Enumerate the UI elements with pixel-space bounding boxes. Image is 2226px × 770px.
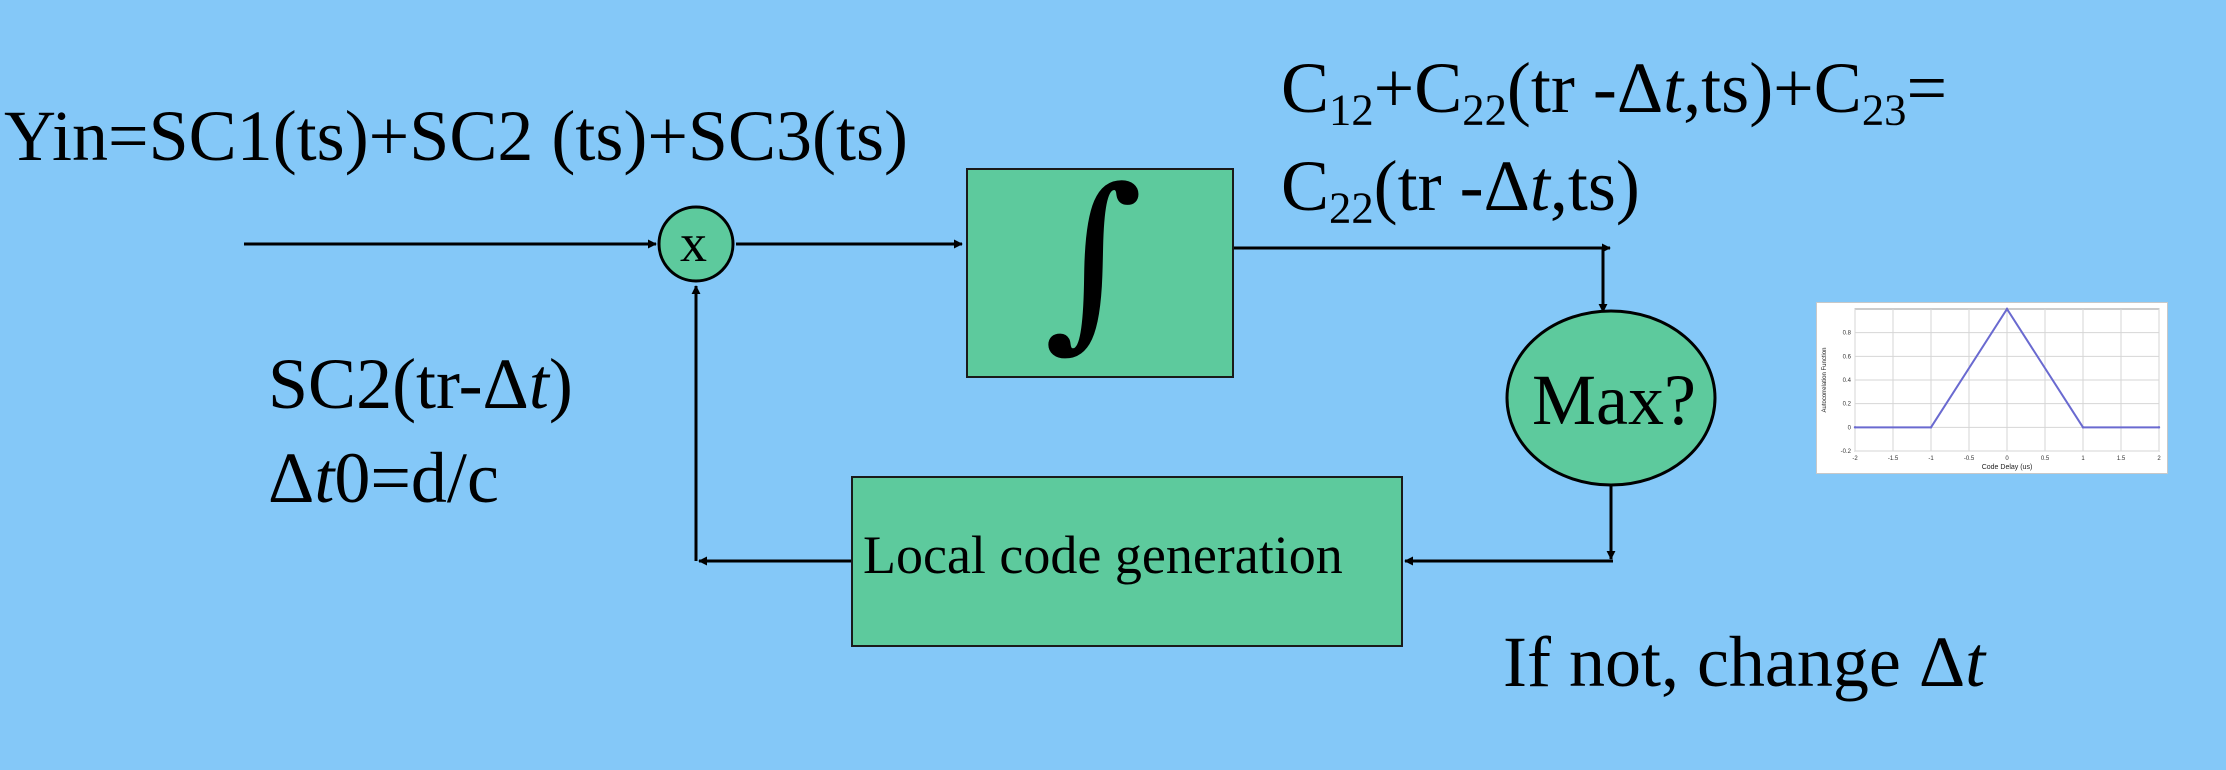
correlation-expression-line1: C12+C22(tr -Δt,ts)+C23= — [1281, 48, 1948, 135]
x-tick-label: -1.5 — [1888, 456, 1899, 462]
x-tick-label: -2 — [1852, 456, 1858, 462]
y-tick-label: 0.8 — [1843, 331, 1852, 337]
y-tick-label: 0.2 — [1843, 402, 1852, 408]
correlation-expression-line2: C22(tr -Δt,ts) — [1281, 146, 1640, 233]
x-tick-label: 2 — [2157, 456, 2161, 462]
y-axis-label: Autocorrelation Function — [1822, 347, 1828, 412]
x-tick-label: -1 — [1928, 456, 1934, 462]
integrator-block: ∫ — [966, 164, 1234, 378]
autocorrelation-point — [1853, 426, 1857, 429]
autocorrelation-point — [2005, 307, 2009, 311]
replica-code-label: SC2(tr-Δt) — [268, 344, 573, 424]
input-signal-label: Yin=SC1(ts)+SC2 (ts)+SC3(ts) — [4, 96, 908, 176]
local-code-generation-label: Local code generation — [863, 525, 1343, 585]
x-tick-label: 0 — [2005, 456, 2009, 462]
autocorrelation-plot-svg: -2 -1.5 -1 -0.5 0 0.5 1 1.5 2 -0.2 0 0.2 0.4 0.6 0.8Co… — [1822, 307, 2161, 471]
local-code-generation-block: Local code generation — [851, 476, 1403, 647]
autocorrelation-point — [2157, 426, 2161, 429]
max-label: Max? — [1532, 360, 1696, 440]
initial-delay-label: Δt0=d/c — [268, 438, 499, 518]
y-tick-label: 0 — [1848, 425, 1852, 431]
max-ellipse — [1505, 309, 1717, 487]
y-tick-label: 0.6 — [1843, 354, 1852, 360]
integral-symbol: ∫ — [1044, 148, 1143, 369]
multiplier-circle — [657, 205, 735, 283]
autocorrelation-point — [1929, 426, 1933, 429]
x-tick-label: 1 — [2081, 456, 2085, 462]
change-delay-note: If not, change Δt — [1503, 622, 1986, 702]
y-tick-label: -0.2 — [1841, 449, 1852, 455]
x-tick-label: 1.5 — [2117, 456, 2126, 462]
x-axis-label: Code Delay (us) — [1982, 464, 2033, 471]
multiplier-symbol: x — [680, 213, 707, 273]
x-tick-label: -0.5 — [1964, 456, 1975, 462]
x-tick-label: 0.5 — [2041, 456, 2050, 462]
y-tick-label: 0.4 — [1843, 378, 1852, 384]
autocorrelation-point — [2081, 426, 2085, 429]
